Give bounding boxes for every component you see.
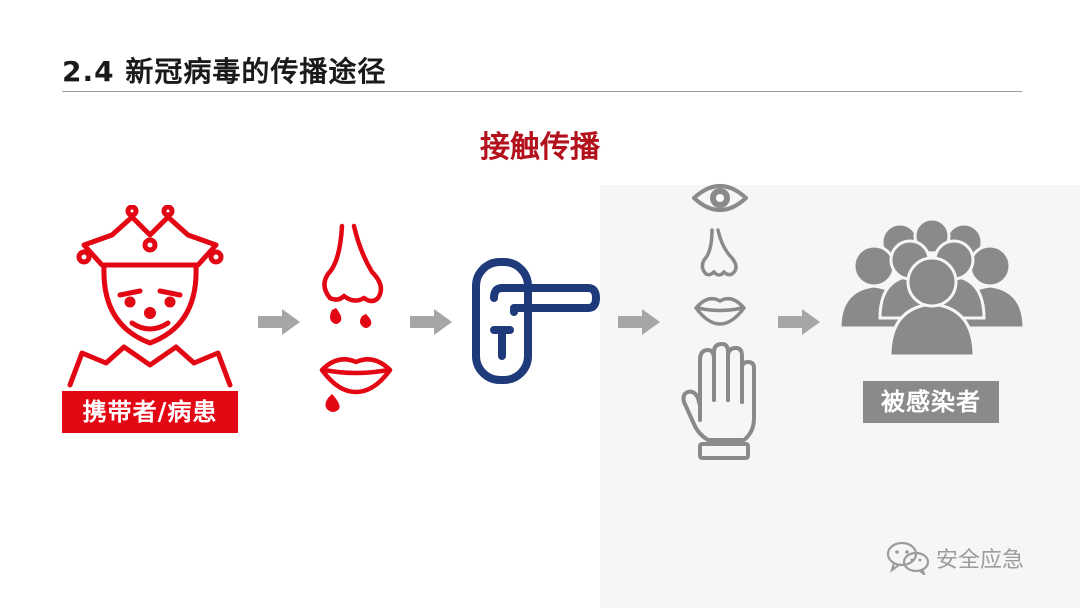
subtitle: 接触传播 xyxy=(0,122,1080,166)
door-handle-icon xyxy=(472,258,602,386)
arrow-icon xyxy=(618,309,660,335)
jester-patient-icon xyxy=(62,205,238,391)
target-label: 被感染者 xyxy=(863,381,999,423)
arrow-icon xyxy=(778,309,820,335)
arrow-icon xyxy=(410,309,452,335)
hand-icon xyxy=(680,340,760,462)
mouth-icon xyxy=(694,292,746,326)
arrow-icon xyxy=(258,309,300,335)
watermark: 安全应急 xyxy=(886,541,1024,575)
nose-drip-icon xyxy=(320,222,392,332)
watermark-text: 安全应急 xyxy=(936,542,1024,574)
wechat-icon xyxy=(886,541,930,575)
nose-icon xyxy=(700,228,740,282)
mouth-drip-icon xyxy=(318,350,394,416)
eye-icon xyxy=(692,180,748,216)
source-label: 携带者/病患 xyxy=(62,391,238,433)
crowd-icon xyxy=(840,218,1024,358)
slide-title: 2.4 新冠病毒的传播途径 xyxy=(62,50,386,90)
title-divider xyxy=(62,91,1022,92)
